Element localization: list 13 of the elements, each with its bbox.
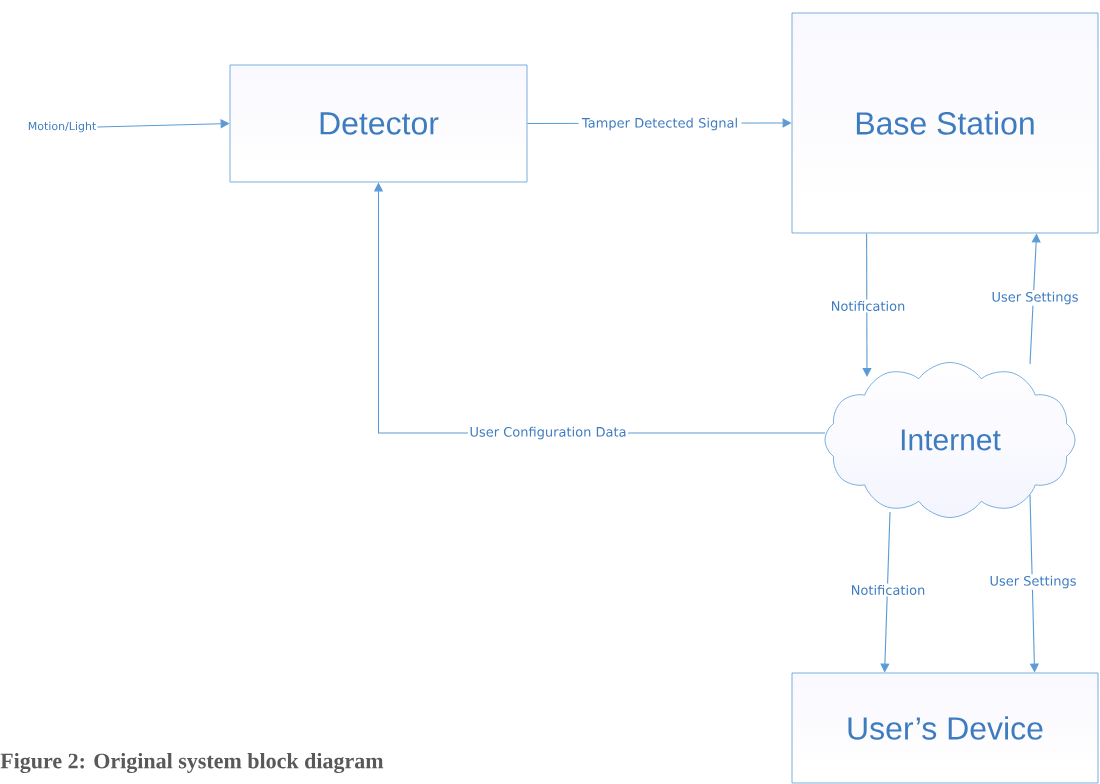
block-box: Detector [229, 64, 528, 183]
edge-label: User Settings [987, 574, 1079, 590]
input-label: Motion/Light [26, 120, 98, 134]
caption: Figure 2: Original system block diagram [0, 752, 384, 774]
edge-label: Notification [849, 583, 927, 597]
edge-label: Tamper Detected Signal [578, 116, 742, 132]
cloud: Internet [824, 362, 1076, 518]
block-box: User’s Device [791, 672, 1099, 784]
arrow [862, 232, 872, 377]
edge-label: Notification [829, 299, 907, 313]
block-box: Base Station [791, 12, 1099, 234]
edge-label: User Settings [989, 290, 1081, 306]
edge-label: User Configuration Data [467, 425, 629, 441]
